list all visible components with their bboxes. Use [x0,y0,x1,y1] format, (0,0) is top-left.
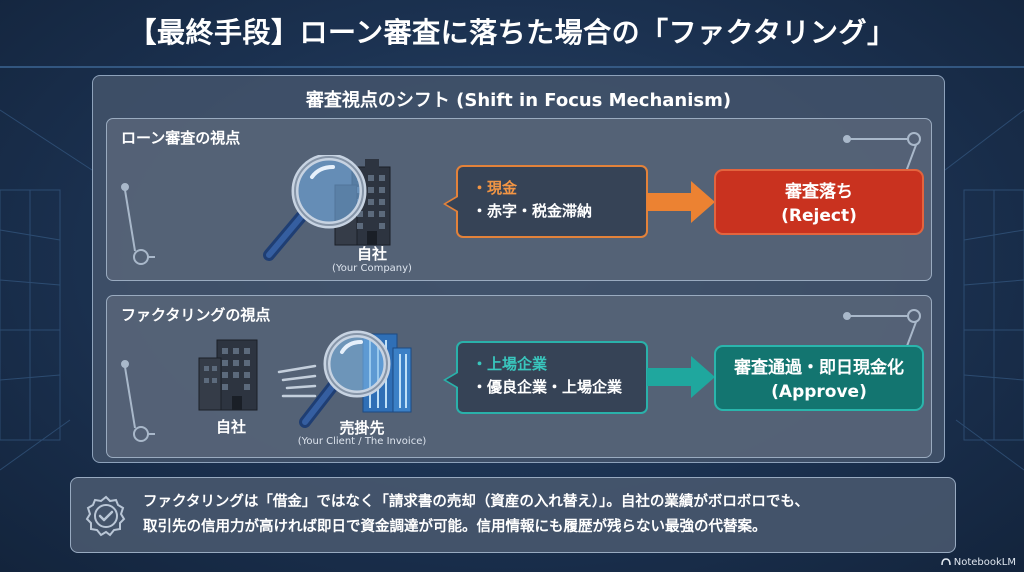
company-sublabel: (Your Company) [332,263,412,274]
client-label: 売掛先 [339,419,385,437]
reject-result: 審査落ち (Reject) [714,169,924,235]
summary-line-2: 取引先の信用力が高ければ即日で資金調達が可能。信用情報にも履歴が残らない最強の代… [143,519,767,535]
loan-criteria-bubble: ・現金 ・赤字・税金滞納 [443,165,648,238]
magnifier-icon [263,155,367,261]
loan-view-panel: ローン審査の視点 [106,118,932,281]
circuit-decoration-icon [121,183,155,265]
brand-logo-icon [941,558,951,566]
check-badge-icon [85,495,126,537]
brand-watermark: NotebookLM [941,557,1016,568]
approve-result: 審査通過・即日現金化 (Approve) [714,345,924,411]
factoring-view-panel: ファクタリングの視点 [106,295,932,458]
arrow-right-icon [647,181,715,223]
factoring-criteria-item-2: ・優良企業・上場企業 [472,378,623,396]
page-title: 【最終手段】ローン審査に落ちた場合の「ファクタリング」 [128,16,896,49]
factoring-view-label: ファクタリングの視点 [121,306,271,324]
summary-box: ファクタリングは「借金」ではなく「請求書の売却（資産の入れ替え）」。自社の業績が… [70,477,956,553]
brand-name: NotebookLM [953,557,1016,568]
summary-text: ファクタリングは「借金」ではなく「請求書の売却（資産の入れ替え）」。自社の業績が… [143,490,809,540]
loan-criteria-item-1: ・現金 [472,179,518,197]
mechanism-container: 審査視点のシフト (Shift in Focus Mechanism) ローン審… [92,75,945,463]
summary-line-1: ファクタリングは「借金」ではなく「請求書の売却（資産の入れ替え）」。自社の業績が… [143,494,809,510]
magnifier-client-illustration [277,330,412,428]
magnifier-icon [299,330,391,428]
reject-result-title: 審査落ち [785,182,853,202]
approve-result-subtitle: (Approve) [771,382,867,402]
factoring-criteria-item-1: ・上場企業 [472,355,548,373]
own-company-label: 自社 [215,418,246,436]
loan-view-label: ローン審査の視点 [121,129,241,147]
client-sublabel: (Your Client / The Invoice) [297,436,427,447]
mechanism-title: 審査視点のシフト (Shift in Focus Mechanism) [305,90,732,111]
factoring-criteria-bubble: ・上場企業 ・優良企業・上場企業 [443,341,648,414]
title-divider [0,66,1024,68]
circuit-decoration-icon [121,360,155,442]
reject-result-subtitle: (Reject) [781,206,857,226]
magnifier-building-illustration [263,155,391,261]
arrow-right-icon [647,356,715,398]
building-icon [198,339,258,411]
company-label: 自社 [356,245,387,263]
loan-criteria-item-2: ・赤字・税金滞納 [472,202,593,220]
approve-result-title: 審査通過・即日現金化 [734,358,904,378]
